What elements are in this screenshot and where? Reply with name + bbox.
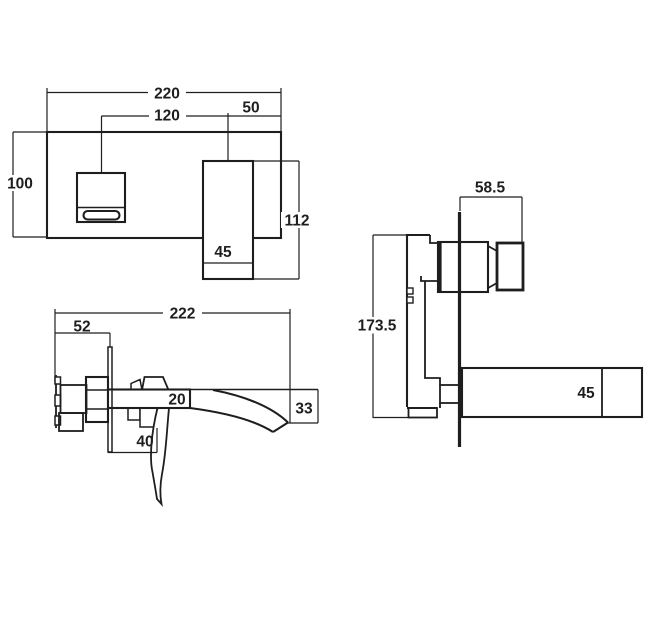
valve-housing-outline xyxy=(405,233,430,407)
label-mask xyxy=(149,108,186,124)
mounting-plate-outline xyxy=(45,130,283,240)
dimension-line-valve-depth xyxy=(55,332,111,347)
dim-label-handle-projection: 58.5 xyxy=(475,180,506,197)
waterfall-spout-tip xyxy=(272,421,289,433)
dim-label-body-height: 20 xyxy=(168,392,185,409)
mounting-nut xyxy=(84,375,110,424)
valve-body-lower xyxy=(58,412,84,432)
label-mask xyxy=(353,317,401,334)
dimension-line-tip-height xyxy=(287,389,319,424)
spout-side-profile xyxy=(460,366,644,419)
spout-side-view: 222 52 20 33 40 xyxy=(54,305,319,507)
dim-label-handle-height: 112 xyxy=(284,213,309,230)
lever-pivot-step xyxy=(127,407,141,421)
handle-knob xyxy=(495,241,525,292)
label-mask xyxy=(163,305,202,321)
dim-label-lever-depth: 40 xyxy=(136,434,153,451)
aerator-slot xyxy=(82,209,121,221)
mounting-nut-bands xyxy=(86,389,108,410)
lever-blade xyxy=(150,407,170,507)
dim-label-handle-width: 45 xyxy=(214,244,232,261)
flange-tab xyxy=(54,376,62,385)
dim-label-spout-offset: 120 xyxy=(154,108,180,125)
waterfall-spout-bottom xyxy=(189,406,274,433)
dim-label-spout-height: 45 xyxy=(577,385,595,402)
dimension-line-offsets xyxy=(100,113,281,173)
valve-housing-inner-edge xyxy=(424,281,441,385)
valve-housing-foot xyxy=(407,407,438,419)
dimension-line-handle-projection xyxy=(459,196,523,243)
dim-label-total-width: 220 xyxy=(154,86,180,103)
dim-label-tip-height: 33 xyxy=(295,401,313,418)
lever-top-step xyxy=(130,378,143,391)
dimension-line-lever-depth xyxy=(108,428,158,454)
front-view: 220 120 50 100 112 45 xyxy=(3,85,314,281)
flange-tab xyxy=(54,415,62,426)
dim-label-total-length: 222 xyxy=(170,306,196,323)
handle-escutcheon xyxy=(436,240,490,294)
spout-face xyxy=(75,171,127,224)
waterfall-spout-top xyxy=(212,388,289,424)
cartridge-stem-bracket xyxy=(420,276,438,282)
dim-label-valve-body-height: 173.5 xyxy=(358,318,397,335)
label-mask xyxy=(281,212,314,228)
dim-label-handle-offset: 50 xyxy=(242,100,259,117)
fixing-screw xyxy=(406,296,414,304)
fixing-screw xyxy=(406,287,414,295)
dim-label-plate-height: 100 xyxy=(7,176,33,193)
valve-housing-top-step xyxy=(429,235,438,244)
valve-body-side xyxy=(59,384,88,414)
lever-top-cap xyxy=(140,376,170,391)
valve-side-view: 173.5 58.5 45 xyxy=(353,180,644,447)
label-mask xyxy=(148,85,186,101)
handle-face xyxy=(201,159,255,281)
dim-label-valve-depth: 52 xyxy=(73,319,90,336)
label-mask xyxy=(3,175,38,191)
handle-taper xyxy=(487,245,498,289)
